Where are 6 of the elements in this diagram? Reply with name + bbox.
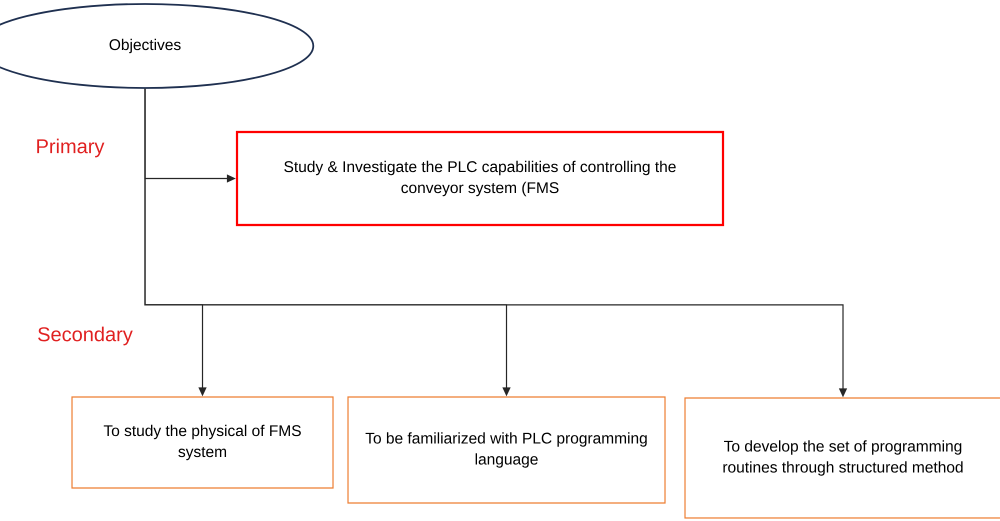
- objective-box: To be familiarized with PLC programming language: [347, 396, 666, 504]
- category-label: Secondary: [38, 326, 133, 346]
- objective-box: To study the physical of FMS system: [71, 396, 334, 489]
- objective-box: To develop the set of programming routines through structured method: [684, 397, 1000, 519]
- category-label: Primary: [37, 138, 104, 158]
- objective-box: Study & Investigate the PLC capabilities of controlling the conveyor system (FMS: [236, 130, 724, 226]
